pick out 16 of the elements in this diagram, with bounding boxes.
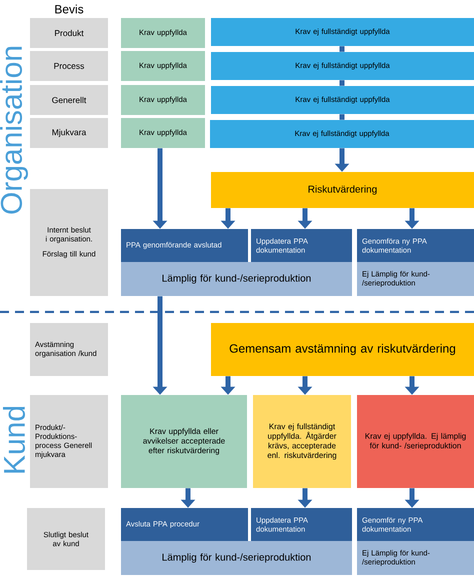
result-box: Krav ej uppfyllda. Ej lämplig för kund- /serieproduktion	[357, 395, 474, 488]
category-box: Mjukvara	[30, 118, 108, 148]
outcome-box: Lämplig för kund-/serieproduktion	[121, 541, 352, 575]
section-label: Organisation	[0, 46, 28, 214]
category-box: Generellt	[30, 85, 108, 115]
outcome-box: Lämplig för kund-/serieproduktion	[121, 262, 352, 296]
result-box: Krav uppfyllda eller avvikelser accepterade efter riskutvärdering	[121, 395, 247, 488]
connector	[340, 114, 344, 120]
result-box: Krav ej fullständigt uppfyllda. Åtgärder krävs, accepterade enl. riskutvärdering	[253, 395, 351, 488]
section-label: Kund	[2, 406, 26, 473]
process-box: Riskutvärdering	[211, 172, 474, 208]
connector	[340, 80, 344, 86]
category-box: Process	[30, 51, 108, 81]
category-box: Produkt	[30, 18, 108, 48]
connector	[340, 46, 344, 52]
process-box: Gemensam avstämning av riskutvärdering	[211, 323, 474, 376]
